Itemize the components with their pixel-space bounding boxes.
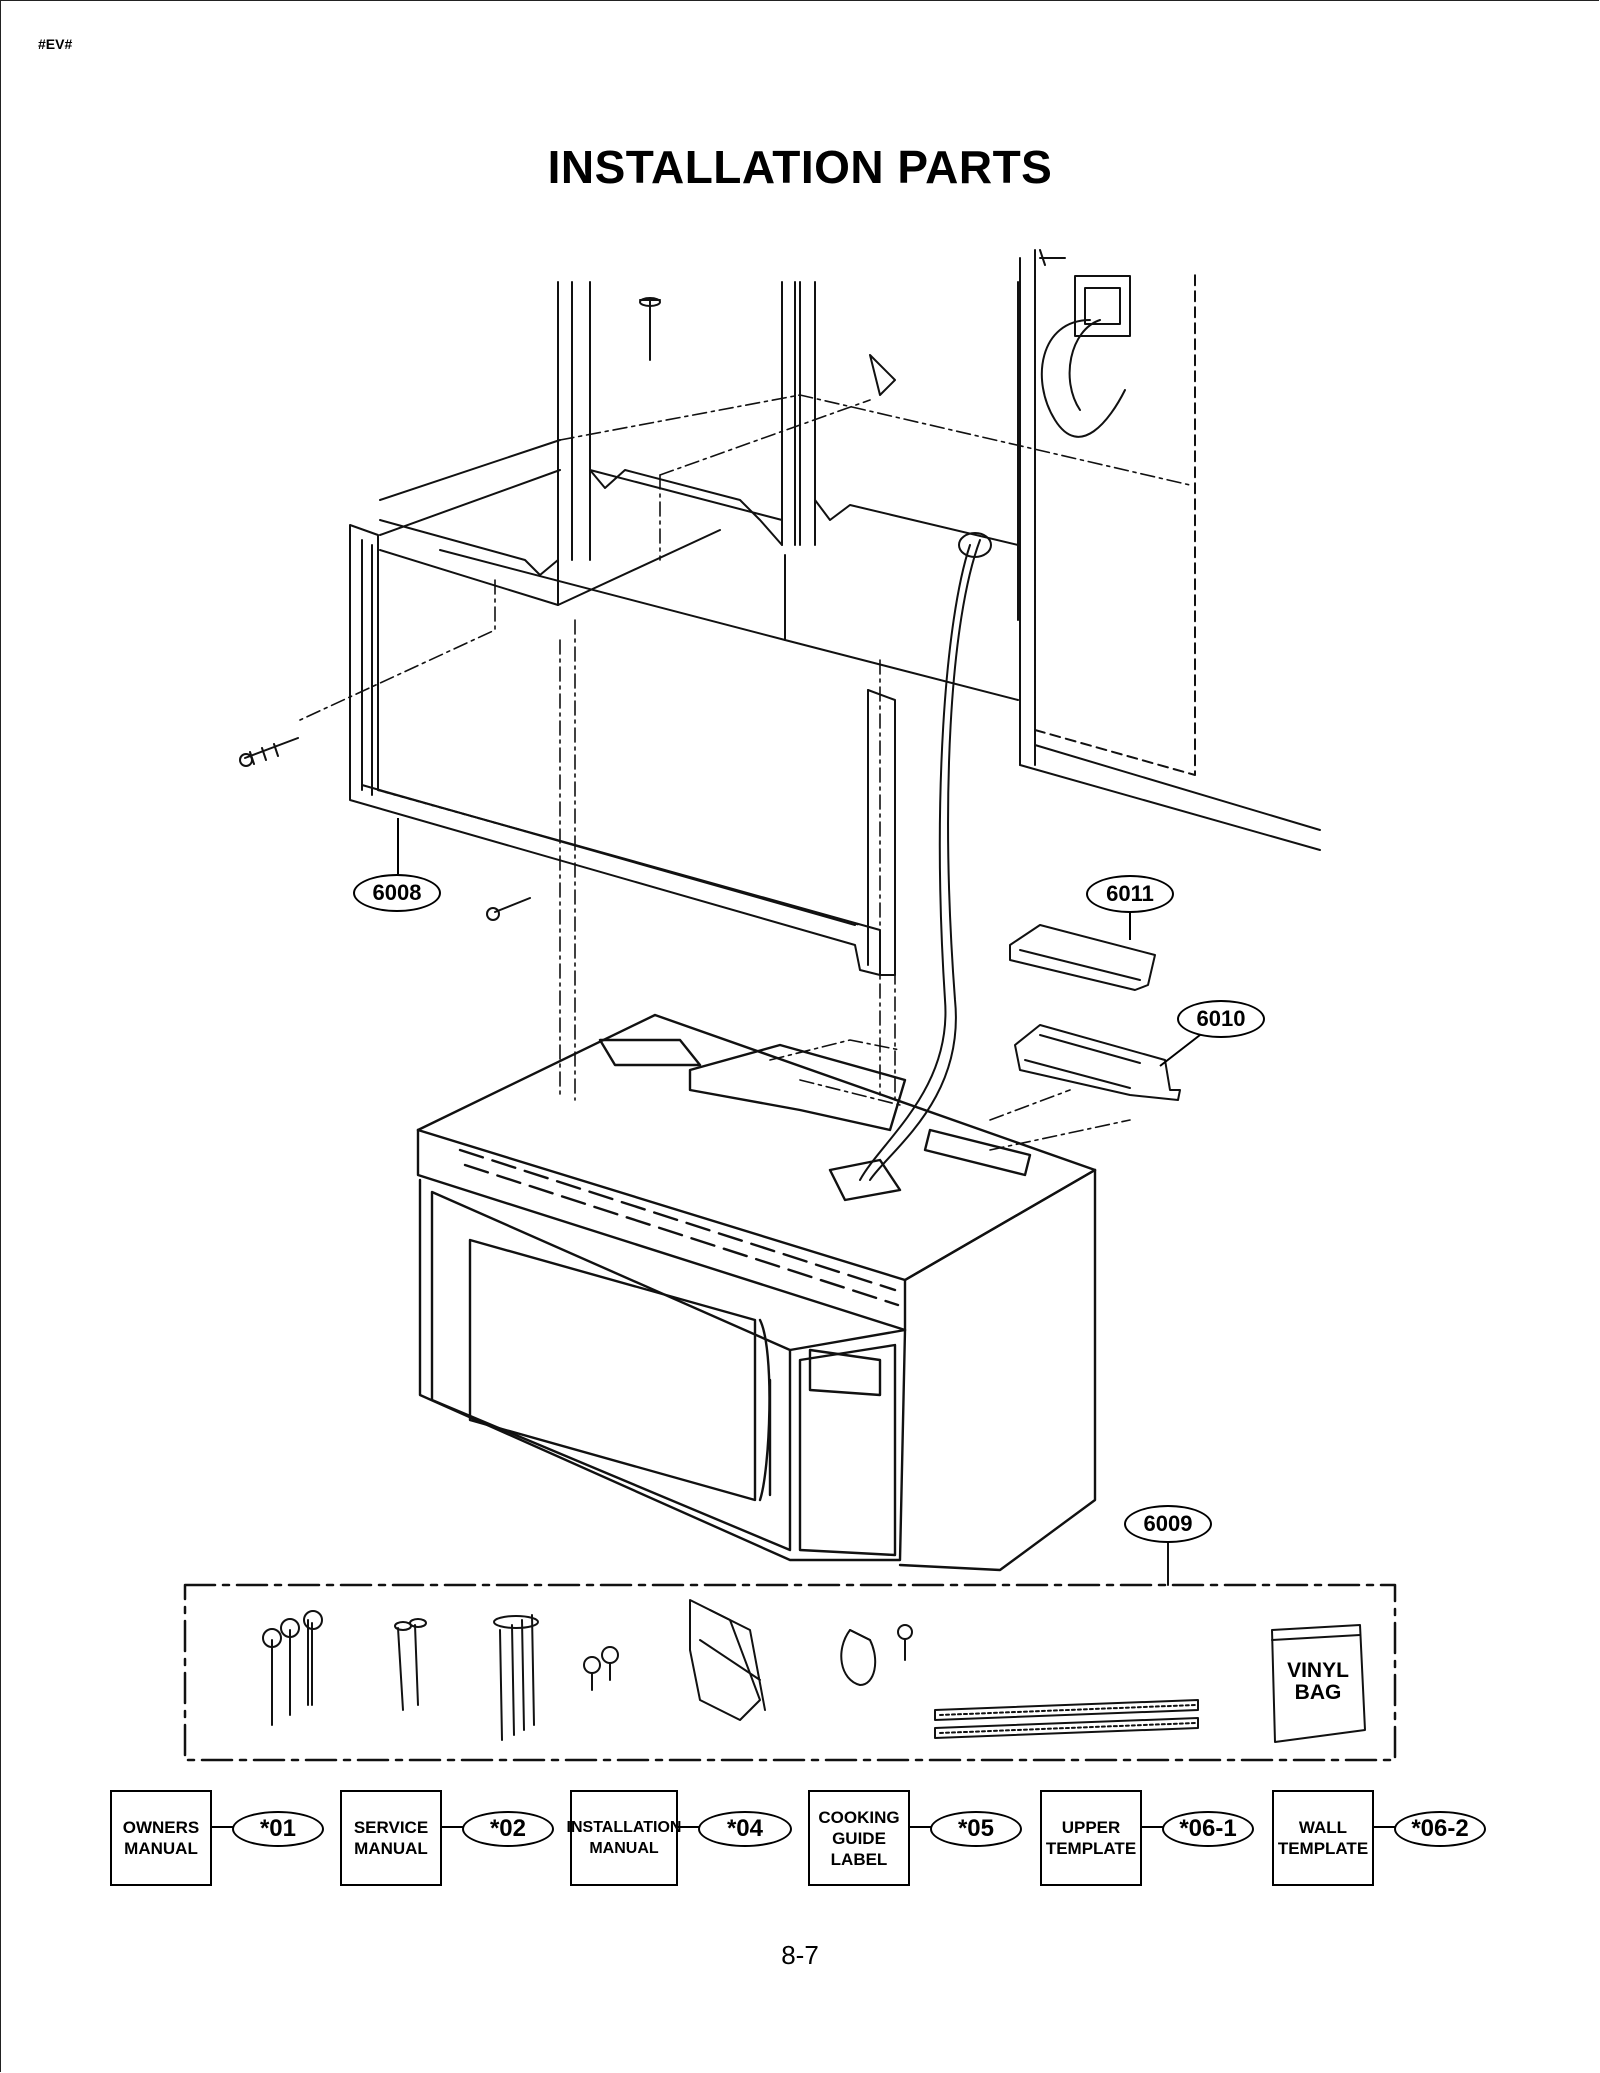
long-screws bbox=[262, 1610, 323, 1726]
loose-screws bbox=[239, 249, 1066, 921]
connector bbox=[212, 1826, 234, 1828]
microwave-oven bbox=[416, 1013, 1097, 1572]
callout-6009: 6009 bbox=[1124, 1505, 1212, 1543]
vinyl-bag-line2: BAG bbox=[1294, 1681, 1342, 1704]
vinyl-bag-label: VINYL BAG bbox=[1272, 1660, 1364, 1704]
vinyl-bag-line1: VINYL bbox=[1287, 1659, 1349, 1682]
vinyl-bag bbox=[1271, 1624, 1366, 1743]
service-manual-box: SERVICE MANUAL bbox=[340, 1790, 442, 1886]
page-title: INSTALLATION PARTS bbox=[547, 141, 1053, 193]
accessory-kit-6009 bbox=[183, 1542, 1397, 1762]
installation-manual-code: *04 bbox=[698, 1811, 792, 1847]
wall-template-box: WALL TEMPLATE bbox=[1272, 1790, 1374, 1886]
upper-cabinet-drawing bbox=[379, 249, 1321, 851]
wing-toggles bbox=[689, 1599, 766, 1721]
installation-manual-box: INSTALLATION MANUAL bbox=[567, 1790, 681, 1886]
owners-manual-box: OWNERS MANUAL bbox=[110, 1790, 212, 1886]
connector bbox=[1374, 1826, 1396, 1828]
small-screws bbox=[583, 1646, 619, 1691]
document-tag: #EV# bbox=[38, 36, 73, 52]
owners-manual-code: *01 bbox=[232, 1811, 324, 1847]
callout-6011: 6011 bbox=[1086, 875, 1174, 913]
upper-template-code: *06-1 bbox=[1162, 1811, 1254, 1847]
upper-template-box: UPPER TEMPLATE bbox=[1040, 1790, 1142, 1886]
cooking-guide-label-box: COOKING GUIDE LABEL bbox=[808, 1790, 910, 1886]
filler-strips bbox=[934, 1699, 1199, 1739]
wall-template-code: *06-2 bbox=[1394, 1811, 1486, 1847]
alignment-guides bbox=[299, 394, 1191, 1151]
callout-6010: 6010 bbox=[1177, 1000, 1265, 1038]
power-cord bbox=[859, 275, 1131, 1181]
wood-screws bbox=[394, 1618, 427, 1711]
cooking-guide-label-code: *05 bbox=[930, 1811, 1022, 1847]
callout-6008: 6008 bbox=[353, 874, 441, 912]
page-number: 8-7 bbox=[781, 1940, 819, 1970]
toggle-bolts bbox=[493, 1614, 539, 1741]
cord-clamp bbox=[840, 1624, 913, 1686]
mounting-plate-6008 bbox=[349, 524, 896, 976]
connector bbox=[1142, 1826, 1164, 1828]
connector bbox=[442, 1826, 464, 1828]
connector bbox=[678, 1826, 700, 1828]
service-manual-code: *02 bbox=[462, 1811, 554, 1847]
damper-guide-6010 bbox=[1014, 1024, 1181, 1101]
damper-bracket-6011 bbox=[1009, 924, 1156, 991]
connector bbox=[910, 1826, 932, 1828]
